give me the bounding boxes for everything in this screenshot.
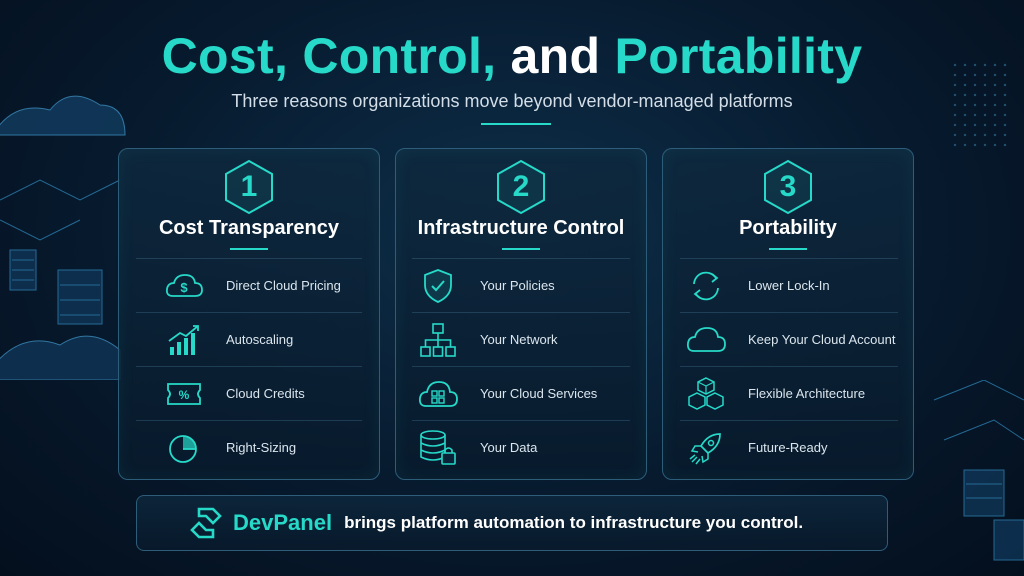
cubes-icon bbox=[684, 374, 728, 414]
card-number: 3 bbox=[779, 170, 797, 203]
cloud-icon bbox=[684, 320, 728, 360]
item-label: Your Cloud Services bbox=[480, 385, 598, 401]
item-label: Flexible Architecture bbox=[748, 385, 866, 401]
list-item: Keep Your Cloud Account bbox=[680, 312, 898, 366]
item-label: Keep Your Cloud Account bbox=[748, 331, 896, 347]
page-title: Cost, Control, and Portability bbox=[0, 26, 1024, 86]
brand-tagline: brings platform automation to infrastruc… bbox=[344, 513, 804, 532]
list-item: Your Data bbox=[412, 420, 630, 474]
item-label: Future-Ready bbox=[748, 439, 828, 455]
item-label: Your Data bbox=[480, 439, 538, 455]
item-label: Direct Cloud Pricing bbox=[226, 277, 341, 293]
list-item: % Cloud Credits bbox=[136, 366, 362, 420]
list-item: Lower Lock-In bbox=[680, 258, 898, 312]
number-hexagon: 2 bbox=[495, 159, 547, 215]
network-tree-icon bbox=[416, 320, 460, 360]
number-hexagon: 3 bbox=[762, 159, 814, 215]
subtitle-divider bbox=[481, 123, 551, 125]
shield-check-icon bbox=[416, 266, 460, 306]
svg-text:%: % bbox=[179, 388, 190, 402]
svg-text:$: $ bbox=[180, 280, 188, 295]
item-label: Your Policies bbox=[480, 277, 555, 293]
pie-chart-icon bbox=[162, 428, 206, 468]
item-label: Lower Lock-In bbox=[748, 277, 830, 293]
list-item: Right-Sizing bbox=[136, 420, 362, 474]
dot-grid-decoration bbox=[950, 60, 1010, 150]
card-infrastructure-control: 2 bbox=[395, 148, 647, 480]
item-label: Cloud Credits bbox=[226, 385, 305, 401]
card-cost-transparency: 1 bbox=[118, 148, 380, 480]
cloud-servers-decoration bbox=[0, 95, 126, 380]
card-divider bbox=[502, 248, 540, 250]
percent-ticket-icon: % bbox=[162, 374, 206, 414]
card-number: 1 bbox=[240, 170, 258, 203]
growth-chart-icon bbox=[162, 320, 206, 360]
list-item: Your Cloud Services bbox=[412, 366, 630, 420]
item-label: Autoscaling bbox=[226, 331, 294, 347]
list-item: Your Network bbox=[412, 312, 630, 366]
cloud-dollar-icon: $ bbox=[162, 266, 206, 306]
card-title: Portability bbox=[739, 217, 837, 239]
item-label: Right-Sizing bbox=[226, 439, 297, 455]
title-accent-1: Cost, Control, bbox=[161, 28, 497, 84]
title-accent-2: Portability bbox=[614, 28, 863, 84]
page-subtitle: Three reasons organizations move beyond … bbox=[231, 91, 793, 111]
list-item: $ Direct Cloud Pricing bbox=[136, 258, 362, 312]
list-item: Flexible Architecture bbox=[680, 366, 898, 420]
card-title: Cost Transparency bbox=[158, 217, 340, 239]
brand-banner: DevPanel brings platform automation to i… bbox=[136, 495, 888, 551]
card-title: Infrastructure Control bbox=[417, 217, 625, 239]
list-item: Future-Ready bbox=[680, 420, 898, 474]
list-item: Your Policies bbox=[412, 258, 630, 312]
card-divider bbox=[230, 248, 268, 250]
card-portability: 3 bbox=[662, 148, 914, 480]
brand-name: DevPanel bbox=[233, 510, 333, 535]
rocket-icon bbox=[684, 428, 728, 468]
cloud-grid-icon bbox=[416, 374, 460, 414]
sync-arrows-icon bbox=[684, 266, 728, 306]
number-hexagon: 1 bbox=[223, 159, 275, 215]
server-stack-decoration bbox=[933, 380, 1024, 561]
title-plain: and bbox=[496, 28, 615, 84]
card-number: 2 bbox=[512, 170, 530, 203]
database-lock-icon bbox=[416, 428, 460, 468]
card-divider bbox=[769, 248, 807, 250]
devpanel-logo-icon bbox=[190, 507, 222, 539]
item-label: Your Network bbox=[480, 331, 558, 347]
list-item: Autoscaling bbox=[136, 312, 362, 366]
